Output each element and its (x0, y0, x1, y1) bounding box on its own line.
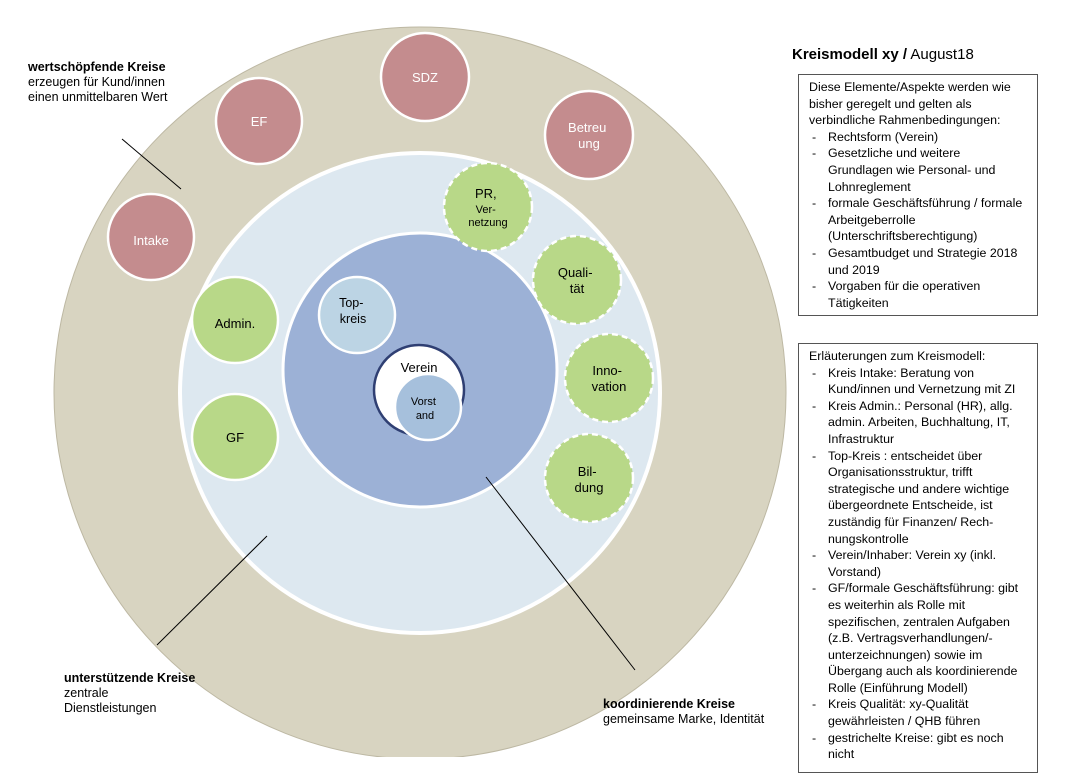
circle-label: Intake (133, 233, 168, 248)
circle-label: tät (570, 281, 585, 296)
explanations-box: Erläuterungen zum Kreismodell: Kreis Int… (798, 343, 1038, 773)
label-line: zentrale (64, 686, 109, 700)
circle-label: Quali- (558, 265, 593, 280)
svg-text:Verein: Verein (401, 360, 438, 375)
svg-text:Betreu ung: Betreu ung (568, 120, 610, 151)
framework-list: Rechtsform (Verein) Gesetzliche und weit… (809, 129, 1027, 312)
circle-label: Admin. (215, 316, 255, 331)
circle-label: Ver- (476, 204, 497, 216)
circle-intake[interactable]: Intake (106, 192, 196, 282)
circle-label: netzung (468, 217, 507, 229)
circle-label: Bil- (578, 464, 597, 479)
list-item: Kreis Qualität: xy-Qualität gewährleiste… (809, 696, 1027, 729)
framework-conditions-box: Diese Elemente/Aspekte werden wie bisher… (798, 74, 1038, 316)
list-item: Kreis Admin.: Personal (HR), allg. admin… (809, 398, 1027, 448)
label-line: einen unmittelbaren Wert (28, 90, 168, 104)
list-item: Kreis Intake: Beratung von Kund/innen un… (809, 365, 1027, 398)
svg-text:Vorst and: Vorst and (411, 396, 439, 422)
circle-innovation[interactable]: Inno- vation (563, 332, 655, 424)
label-value-creating-circles: wertschöpfende Kreise erzeugen für Kund/… (28, 60, 167, 105)
circle-label: EF (251, 114, 268, 129)
label-title: unterstützende Kreise (64, 671, 196, 685)
circle-label: Vorst (411, 396, 436, 408)
label-title: wertschöpfende Kreise (28, 60, 166, 74)
svg-text:PR, Ver- netzung: PR, Ver- netzung (468, 185, 507, 229)
circle-bildung[interactable]: Bil- dung (543, 432, 635, 524)
list-item: Verein/Inhaber: Verein xy (inkl. Vorstan… (809, 547, 1027, 580)
svg-text:Admin.: Admin. (215, 316, 255, 331)
label-line: Dienstleistungen (64, 701, 157, 715)
pointer-line-support (156, 535, 268, 646)
circle-topkreis[interactable]: Top- kreis (317, 275, 397, 355)
circle-admin[interactable]: Admin. (190, 275, 280, 365)
pointer-line-value (121, 138, 182, 190)
circle-model-diagram: SDZ EF Betreu ung Intake PR, Ver- netzun… (53, 26, 787, 757)
circle-label: vation (592, 379, 627, 394)
label-title: koordinierende Kreise (603, 697, 735, 711)
circle-label: Betreu (568, 120, 606, 135)
label-line: gemeinsame Marke, Identität (603, 712, 765, 726)
list-item: Rechtsform (Verein) (809, 129, 1027, 146)
svg-text:Intake: Intake (133, 233, 168, 248)
pointer-line-coordinating (485, 476, 636, 671)
list-item: formale Geschäftsführung / formale Arbei… (809, 195, 1027, 245)
svg-text:Top- kreis: Top- kreis (339, 296, 367, 326)
title-date: August18 (907, 46, 974, 63)
svg-text:GF: GF (226, 430, 244, 445)
circle-qualitaet[interactable]: Quali- tät (531, 234, 623, 326)
circle-label: and (416, 410, 434, 422)
circle-betreuung[interactable]: Betreu ung (543, 89, 635, 181)
box-intro: Diese Elemente/Aspekte werden wie bisher… (809, 80, 1011, 128)
circle-ef[interactable]: EF (214, 76, 304, 166)
svg-text:Bil- dung: Bil- dung (575, 464, 604, 495)
circle-label: Inno- (592, 363, 622, 378)
svg-text:EF: EF (251, 114, 268, 129)
circle-label: Verein (401, 360, 438, 375)
list-item: Gesamtbudget und Strategie 2018 und 2019 (809, 245, 1027, 278)
circle-label: SDZ (412, 70, 438, 85)
circle-label: dung (575, 480, 604, 495)
title-bold: Kreismodell xy / (792, 46, 908, 63)
list-item: Gesetzliche und weitere Grundlagen wie P… (809, 145, 1027, 195)
circle-gf[interactable]: GF (190, 392, 280, 482)
list-item: GF/formale Geschäftsführung: gibt es wei… (809, 580, 1027, 696)
page-title: Kreismodell xy / August18 (792, 46, 974, 63)
circle-label: kreis (340, 312, 366, 326)
list-item: Vorgaben für die operativen Tätigkeiten (809, 278, 1027, 311)
svg-text:SDZ: SDZ (412, 70, 438, 85)
circle-label: ung (578, 136, 600, 151)
circle-label: Top- (339, 296, 363, 310)
label-coordinating-circles: koordinierende Kreise gemeinsame Marke, … (603, 697, 764, 727)
label-line: erzeugen für Kund/innen (28, 75, 165, 89)
explanations-list: Kreis Intake: Beratung von Kund/innen un… (809, 365, 1027, 763)
box-intro: Erläuterungen zum Kreismodell: (809, 349, 986, 363)
list-item: Top-Kreis : entscheidet über Organisatio… (809, 448, 1027, 548)
svg-text:Quali- tät: Quali- tät (558, 265, 596, 296)
circle-label: GF (226, 430, 244, 445)
circle-label: PR, (475, 186, 497, 201)
circle-sdz[interactable]: SDZ (379, 31, 471, 123)
label-supporting-circles: unterstützende Kreise zentrale Dienstlei… (64, 671, 195, 716)
circle-vorstand[interactable]: Vorst and (393, 372, 463, 442)
circle-pr-vernetzung[interactable]: PR, Ver- netzung (442, 161, 534, 253)
list-item: gestrichelte Kreise: gibt es noch nicht (809, 730, 1027, 763)
svg-text:Inno- vation: Inno- vation (592, 363, 627, 394)
